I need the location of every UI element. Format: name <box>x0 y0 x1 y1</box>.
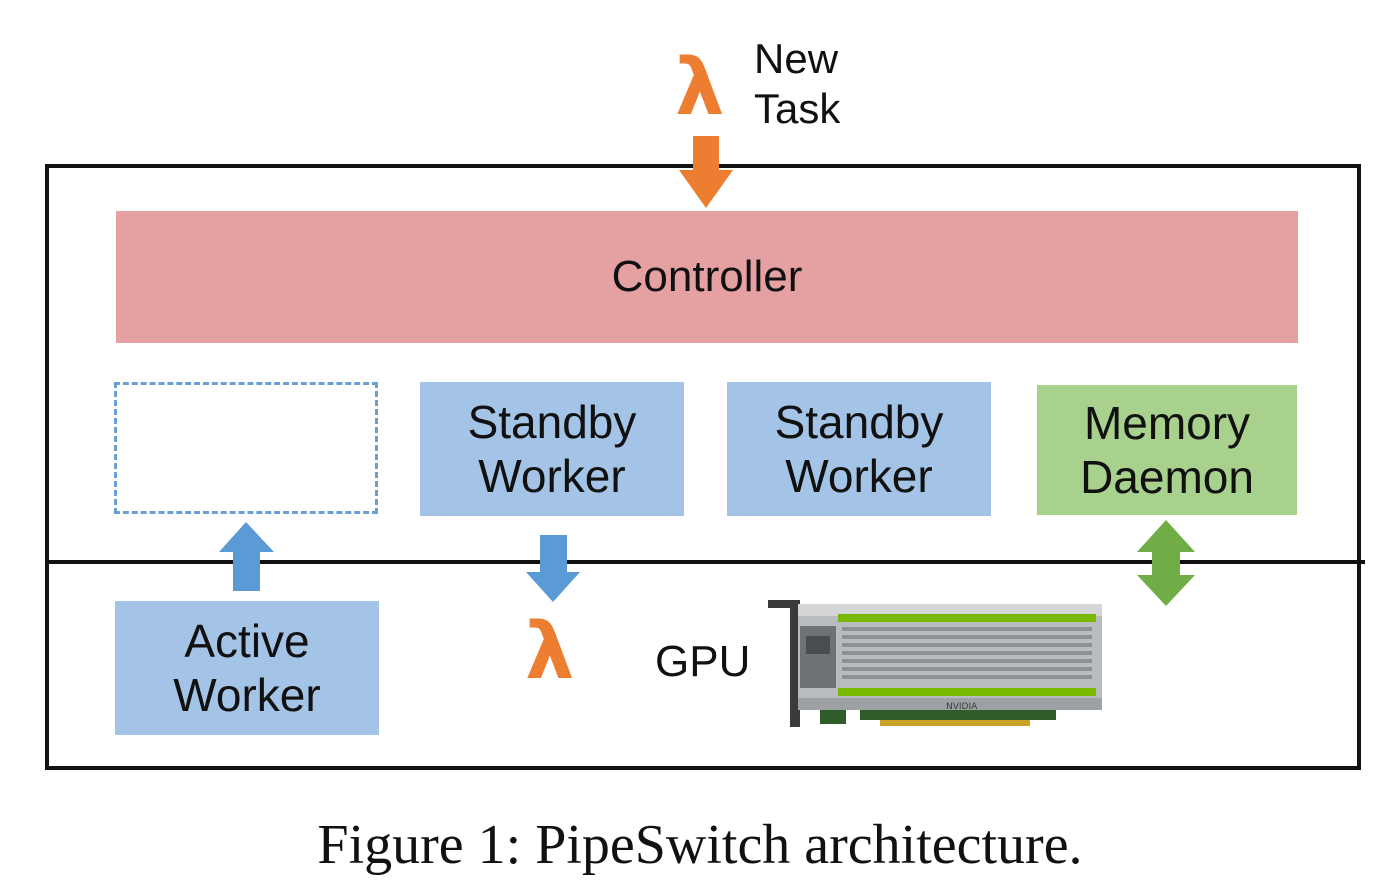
standby-worker-box-2: Standby Worker <box>727 382 991 516</box>
standby-worker-2-line2: Worker <box>785 450 933 502</box>
controller-box: Controller <box>116 211 1298 343</box>
gpu-label: GPU <box>655 637 751 686</box>
memory-daemon-box: Memory Daemon <box>1037 385 1297 515</box>
controller-label: Controller <box>611 252 803 301</box>
standby-worker-1-line2: Worker <box>478 450 626 502</box>
standby-to-gpu-arrow-icon <box>526 535 580 602</box>
memory-daemon-line1: Memory <box>1083 397 1251 449</box>
standby-worker-1-line1: Standby <box>467 396 637 448</box>
active-worker-box: Active Worker <box>115 601 379 735</box>
new-task-label: New Task <box>754 34 840 134</box>
memory-daemon-line2: Daemon <box>1080 451 1254 503</box>
active-worker-line2: Worker <box>173 669 321 721</box>
new-task-label-line2: Task <box>754 85 841 132</box>
nvidia-gpu-card-icon: NVIDIA <box>768 600 1102 727</box>
figure-caption: Figure 1: PipeSwitch architecture. <box>317 814 1083 876</box>
new-task-arrow-icon <box>679 136 733 208</box>
memory-daemon-bidirectional-arrow-icon <box>1137 520 1195 606</box>
gpu-task-lambda-icon: λ <box>525 607 575 697</box>
active-worker-line1: Active <box>184 615 310 667</box>
empty-worker-slot <box>114 382 378 514</box>
new-task-label-line1: New <box>754 35 839 82</box>
new-task-lambda-icon: λ <box>675 43 725 133</box>
host-gpu-divider-line <box>45 560 1365 564</box>
gpu-brand-text: NVIDIA <box>946 702 978 712</box>
standby-worker-box-1: Standby Worker <box>420 382 684 516</box>
standby-worker-2-line1: Standby <box>774 396 944 448</box>
load-active-worker-arrow-icon <box>219 522 274 591</box>
